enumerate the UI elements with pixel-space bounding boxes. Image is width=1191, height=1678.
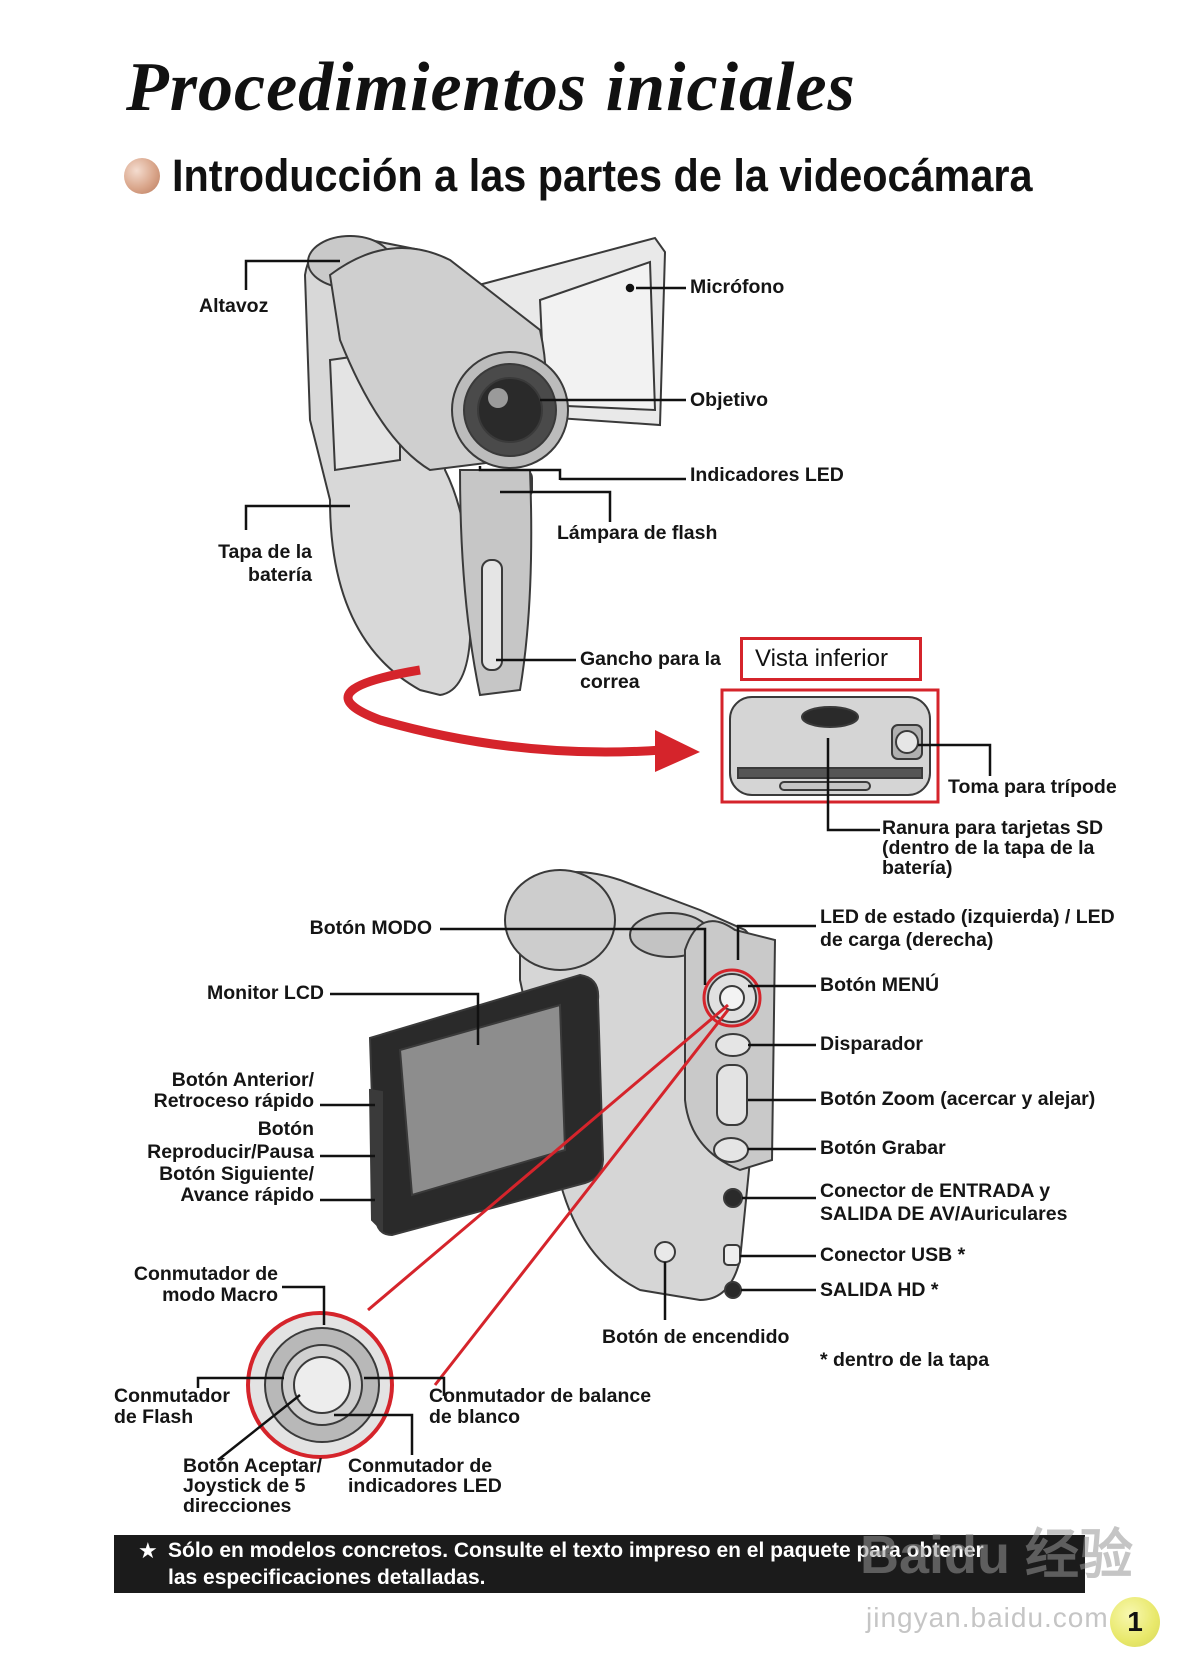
label-gancho-correa: Gancho para la correa — [580, 648, 721, 694]
label-siguiente-line1: Botón Siguiente/ — [159, 1163, 314, 1185]
label-boton-aceptar: Botón Aceptar/ Joystick de 5 direcciones — [183, 1456, 322, 1516]
label-boton-menu: Botón MENÚ — [820, 974, 940, 996]
label-reproducir-line2: Reproducir/Pausa — [147, 1141, 314, 1163]
label-dentro-tapa: * dentro de la tapa — [820, 1349, 990, 1371]
label-conector-usb: Conector USB * — [820, 1244, 966, 1266]
label-siguiente-line2: Avance rápido — [180, 1184, 314, 1206]
label-conmutador-balance: Conmutador de balance de blanco — [429, 1386, 651, 1428]
label-flash-line1: Conmutador — [114, 1385, 230, 1407]
watermark-main: Baidu 经验 — [860, 1525, 1134, 1585]
label-disparador: Disparador — [820, 1033, 923, 1055]
label-lampara-flash: Lámpara de flash — [557, 522, 718, 544]
joystick-zoom-illustration — [246, 1311, 394, 1459]
zoom-source-circle — [702, 968, 762, 1028]
arrow-head-icon — [655, 730, 700, 772]
label-tapa-bateria: Tapa de la batería — [180, 541, 312, 587]
section-subtitle: Introducción a las partes de la videocám… — [172, 150, 1033, 201]
label-toma-tripode: Toma para trípode — [948, 776, 1117, 798]
label-ranura-line3: batería) — [882, 857, 953, 879]
watermark: Baidu 经验 jingyan.baidu.com — [860, 1510, 1160, 1660]
label-boton-reproducir: Botón Reproducir/Pausa — [120, 1118, 314, 1164]
label-salida-hd: SALIDA HD * — [820, 1279, 939, 1301]
label-conmutador-macro: Conmutador de modo Macro — [100, 1264, 278, 1306]
camera-front-illustration — [303, 234, 667, 697]
label-aceptar-line3: direcciones — [183, 1495, 292, 1517]
label-ranura-sd: Ranura para tarjetas SD (dentro de la ta… — [882, 818, 1103, 878]
label-microfono: Micrófono — [690, 276, 785, 298]
label-anterior-line2: Retroceso rápido — [153, 1090, 314, 1112]
label-anterior-line1: Botón Anterior/ — [171, 1069, 314, 1091]
label-ranura-line2: (dentro de la tapa de la — [882, 837, 1095, 859]
label-gancho-line1: Gancho para la — [580, 648, 721, 670]
label-balance-line2: de blanco — [429, 1406, 521, 1428]
label-reproducir-line1: Botón — [257, 1118, 314, 1140]
label-led-estado-line1: LED de estado (izquierda) / LED — [820, 906, 1115, 928]
page-number: 1 — [1110, 1597, 1160, 1647]
label-macro-line1: Conmutador de — [133, 1263, 278, 1285]
label-boton-grabar: Botón Grabar — [820, 1137, 946, 1159]
label-av-line2: SALIDA DE AV/Auriculares — [820, 1203, 1068, 1225]
label-conector-av: Conector de ENTRADA y SALIDA DE AV/Auric… — [820, 1180, 1067, 1226]
label-tapa-bateria-line1: Tapa de la — [218, 541, 312, 563]
label-conmutador-flash: Conmutador de Flash — [114, 1386, 230, 1428]
label-cind-line2: indicadores LED — [348, 1475, 502, 1497]
label-boton-encendido: Botón de encendido — [602, 1326, 790, 1348]
label-flash-line2: de Flash — [114, 1406, 194, 1428]
label-ranura-line1: Ranura para tarjetas SD — [882, 817, 1104, 839]
label-boton-zoom: Botón Zoom (acercar y alejar) — [820, 1088, 1096, 1110]
label-conmutador-indicadores: Conmutador de indicadores LED — [348, 1456, 502, 1496]
label-objetivo: Objetivo — [690, 389, 769, 411]
label-aceptar-line1: Botón Aceptar/ — [183, 1455, 323, 1477]
camera-bottom-illustration — [729, 696, 931, 796]
label-gancho-line2: correa — [580, 671, 640, 693]
label-altavoz: Altavoz — [199, 295, 269, 317]
label-boton-anterior: Botón Anterior/ Retroceso rápido — [120, 1070, 314, 1112]
zoom-line-lower — [433, 1009, 730, 1386]
arrow-curve — [343, 665, 663, 757]
page-title: Procedimientos iniciales — [126, 49, 856, 126]
label-av-line1: Conector de ENTRADA y — [820, 1180, 1051, 1202]
label-cind-line1: Conmutador de — [348, 1455, 493, 1477]
footer-note-line2: las especificaciones detalladas. — [168, 1566, 486, 1589]
label-aceptar-line2: Joystick de 5 — [183, 1475, 306, 1497]
label-led-estado: LED de estado (izquierda) / LED de carga… — [820, 906, 1115, 952]
section-bullet-icon — [124, 158, 160, 194]
label-monitor-lcd: Monitor LCD — [207, 982, 324, 1004]
label-tapa-bateria-line2: batería — [248, 564, 312, 586]
watermark-url: jingyan.baidu.com — [866, 1602, 1109, 1633]
label-boton-siguiente: Botón Siguiente/ Avance rápido — [120, 1164, 314, 1206]
bottom-view-title: Vista inferior — [740, 637, 922, 681]
label-balance-line1: Conmutador de balance — [429, 1385, 652, 1407]
leader-lines — [196, 259, 992, 1461]
label-led-estado-line2: de carga (derecha) — [820, 929, 994, 951]
label-macro-line2: modo Macro — [162, 1284, 278, 1306]
label-boton-modo: Botón MODO — [309, 917, 432, 939]
label-indicadores-led: Indicadores LED — [690, 464, 844, 486]
star-icon: ★ — [138, 1538, 158, 1563]
zoom-line-upper — [367, 1003, 729, 1312]
footer-note-line1: Sólo en modelos concretos. Consulte el t… — [168, 1539, 984, 1562]
footer-note: ★ Sólo en modelos concretos. Consulte el… — [114, 1535, 1085, 1593]
